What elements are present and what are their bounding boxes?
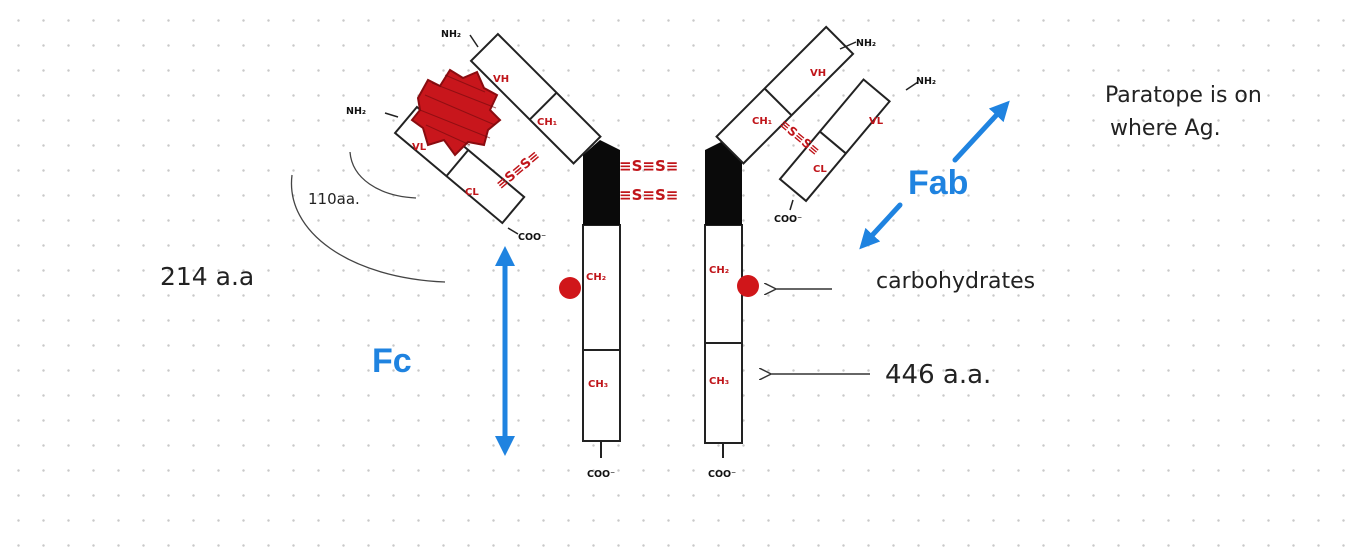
curved-guide-lines (290, 151, 446, 283)
heavy-chain-length-annotation: 446 a.a. (885, 360, 991, 390)
left-heavy-coo-label: COO⁻ (587, 469, 615, 480)
right-heavy-nh2-label: NH₂ (856, 38, 876, 49)
left-vl-label: VL (412, 142, 427, 153)
variable-length-annotation: 110aa. (308, 190, 360, 208)
right-light-nh2-label: NH₂ (916, 76, 936, 87)
left-heavy-arm (469, 32, 602, 165)
right-heavy-constant-column (704, 224, 743, 444)
left-ch1-label: CH₁ (537, 117, 557, 128)
right-heavy-chain: CH₁ VH CH₂ CH₃ COO⁻ NH₂ (704, 25, 876, 480)
right-ch1-label: CH₁ (752, 116, 772, 127)
right-ch2-label: CH₂ (709, 265, 729, 276)
fab-arrow-down (859, 202, 903, 250)
inter-heavy-disulfide-top: ≡S≡S≡ (619, 157, 678, 175)
right-hinge-region (705, 140, 742, 225)
left-heavy-constant-column (582, 224, 621, 442)
left-vh-label: VH (493, 74, 509, 85)
paratope-note-line1: Paratope is on (1105, 83, 1262, 108)
right-ch3-label: CH₃ (709, 376, 729, 387)
right-vh-label: VH (810, 68, 826, 79)
right-heavy-coo-label: COO⁻ (708, 469, 736, 480)
left-light-nh2-label: NH₂ (346, 106, 366, 117)
light-chain-length-annotation: 214 a.a (160, 262, 254, 291)
left-heavy-nh2-label: NH₂ (441, 29, 461, 40)
left-heavy-light-disulfide: ≡S≡S≡ (494, 148, 543, 193)
left-cl-label: CL (465, 187, 479, 198)
right-heavy-arm (715, 25, 855, 165)
carbohydrates-annotation: carbohydrates (876, 269, 1035, 294)
left-hinge-region (583, 140, 620, 225)
right-light-coo-label: COO⁻ (774, 214, 802, 225)
left-heavy-chain: CH₁ VH CH₂ CH₃ COO⁻ NH₂ (441, 29, 621, 480)
left-ch3-label: CH₃ (588, 379, 608, 390)
paratope-note-line2: where Ag. (1110, 116, 1221, 141)
fc-label: Fc (372, 342, 412, 380)
right-light-chain: CL VL NH₂ COO⁻ (774, 76, 936, 225)
right-cl-label: CL (813, 164, 827, 175)
left-ch2-label: CH₂ (586, 272, 606, 283)
antigen-blob (410, 68, 502, 157)
left-carbohydrate-dot (559, 277, 581, 299)
right-carbohydrate-dot (737, 275, 759, 297)
fab-label: Fab (908, 164, 968, 202)
inter-heavy-disulfide-bottom: ≡S≡S≡ (619, 186, 678, 204)
left-light-coo-label: COO⁻ (518, 232, 546, 243)
right-vl-label: VL (869, 116, 884, 127)
fab-arrow-up (952, 100, 1010, 163)
